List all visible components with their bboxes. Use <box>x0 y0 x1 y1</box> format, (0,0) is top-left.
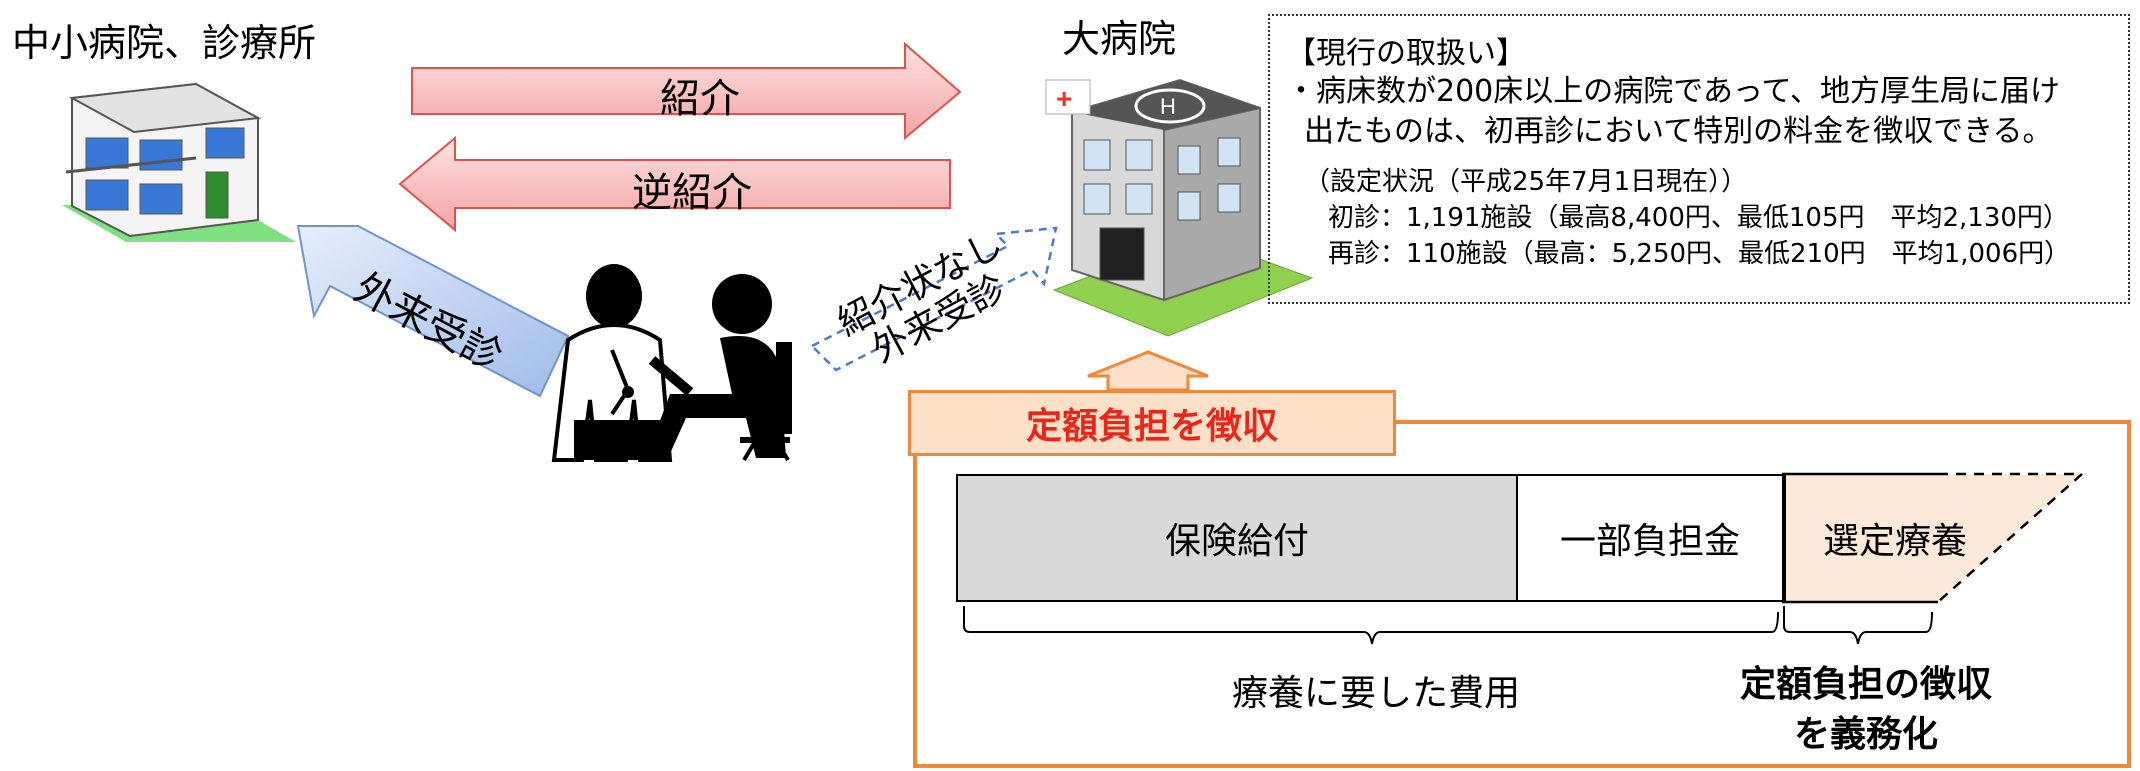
insurance-benefit-label: 保険給付 <box>1164 521 1309 562</box>
selected-treatment-shape <box>1782 474 2082 602</box>
current-handling-box: 【現行の取扱い】 ・病床数が200床以上の病院であって、地方厚生局に届け 出たも… <box>1268 14 2130 304</box>
svg-text:+: + <box>1056 83 1072 114</box>
info-revisit: 再診：110施設（最高：5,250円、最低210円 平均1,006円） <box>1328 239 2071 269</box>
referral-arrow <box>411 41 962 141</box>
insurance-benefit-segment: 保険給付 <box>956 474 1518 602</box>
collect-arrow <box>1087 350 1209 392</box>
copay-segment: 一部負担金 <box>1516 474 1784 602</box>
no-referral-visit-arrow <box>809 226 1058 372</box>
info-bullet-line2: 出たものは、初再診において特別の料金を徴収できる。 <box>1304 114 2053 149</box>
collect-fee-label: 定額負担を徴収 <box>1025 406 1278 447</box>
large-hospital-icon: H + <box>1045 78 1314 337</box>
fee-frame <box>913 420 2131 768</box>
large-hospital-title: 大病院 <box>1062 17 1177 61</box>
referral-label: 紹介 <box>660 76 740 122</box>
info-bullet-line1: ・病床数が200床以上の病院であって、地方厚生局に届け <box>1286 74 2060 109</box>
small-hospital-title: 中小病院、診療所 <box>12 21 317 65</box>
info-status-heading: （設定状況（平成25年7月1日現在）） <box>1304 167 1748 197</box>
mandate-label-line2: を義務化 <box>1793 714 1938 755</box>
reverse-referral-label: 逆紹介 <box>632 170 752 216</box>
copay-label: 一部負担金 <box>1559 521 1740 562</box>
reverse-referral-arrow <box>398 135 951 233</box>
selected-treatment-segment: 選定療養 <box>1784 474 2004 602</box>
cost-label: 療養に要した費用 <box>1231 673 1520 714</box>
mandate-brace <box>1783 606 1933 645</box>
info-heading: 【現行の取扱い】 <box>1286 36 1526 71</box>
info-first-visit: 初診：1,191施設（最高8,400円、最低105円 平均2,130円） <box>1328 203 2069 233</box>
mandate-label: 定額負担の徴収 を義務化 <box>1696 660 2036 760</box>
mandate-label-line1: 定額負担の徴収 <box>1739 664 1992 705</box>
outpatient-visit-arrow <box>296 225 570 398</box>
svg-text:H: H <box>1160 94 1176 119</box>
doctor-patient-icon <box>551 264 792 462</box>
cost-brace <box>963 606 1779 645</box>
collect-fee-tab: 定額負担を徴収 <box>908 390 1396 456</box>
clinic-building-icon <box>62 82 296 242</box>
selected-treatment-label: 選定療養 <box>1822 521 1967 562</box>
